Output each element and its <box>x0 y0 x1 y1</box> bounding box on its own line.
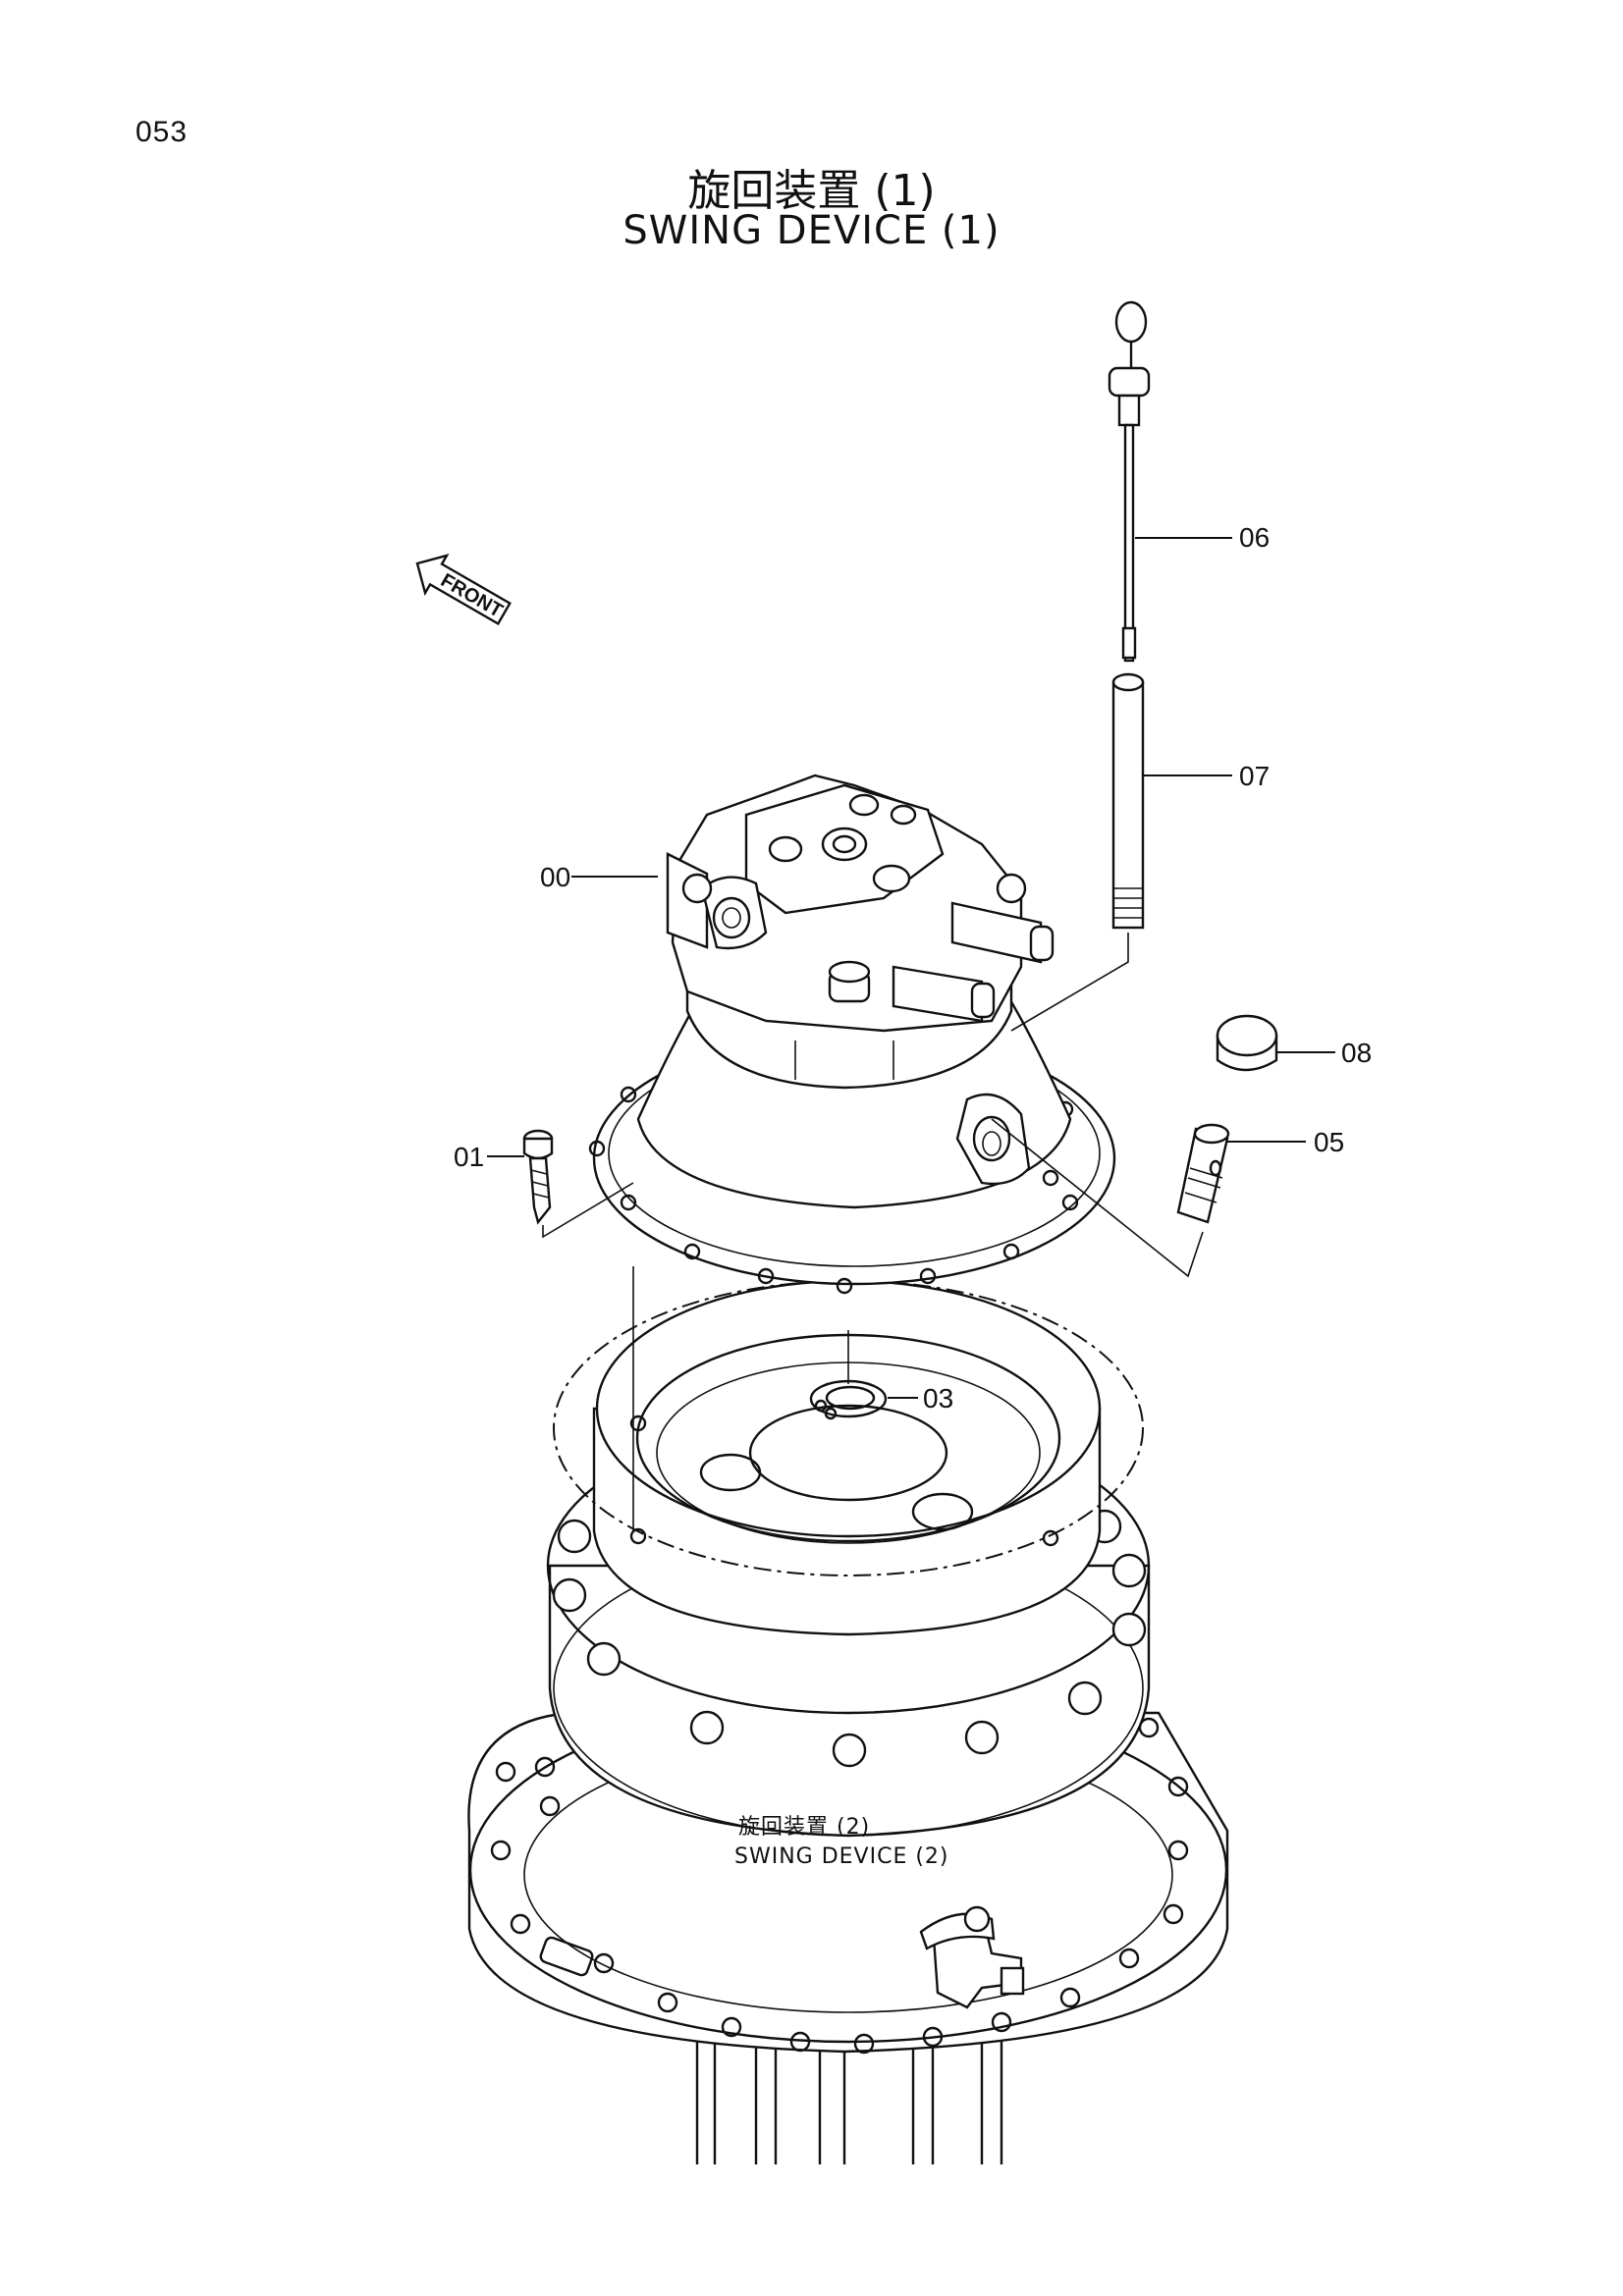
reference-label-japanese: 旋回装置 (2) <box>738 1815 870 1840</box>
cap-part <box>1216 1014 1278 1072</box>
callout-08: 08 <box>1341 1038 1372 1068</box>
front-arrow-icon: FRONT <box>415 554 512 626</box>
flange-bolt-holes <box>490 1717 1189 2055</box>
callout-05: 05 <box>1314 1127 1344 1157</box>
page-number: 053 <box>135 116 189 148</box>
snap-ring-part <box>809 1379 888 1420</box>
reference-label-english: SWING DEVICE (2) <box>734 1844 949 1869</box>
dipstick-part <box>1108 300 1151 663</box>
relief-valves <box>892 901 1055 1023</box>
assembly-lines <box>542 933 1204 1531</box>
pipe-part <box>1176 1123 1230 1224</box>
callout-00: 00 <box>540 862 570 892</box>
bolt-part <box>522 1129 554 1225</box>
swing-device-2-housing: 旋回装置 (2) SWING DEVICE (2) <box>467 1279 1229 2164</box>
leader-lines <box>487 537 1335 1399</box>
callout-06: 06 <box>1239 522 1270 553</box>
callout-07: 07 <box>1239 761 1270 791</box>
callout-01: 01 <box>454 1142 484 1172</box>
title-english: SWING DEVICE (1) <box>622 208 1001 253</box>
swing-motor-assembly <box>588 774 1116 1295</box>
drain-valve <box>919 1905 1025 2009</box>
housing-bolt-heads <box>552 1509 1147 1768</box>
callout-03: 03 <box>923 1383 953 1414</box>
title-japanese: 旋回装置 (1) <box>687 166 936 216</box>
guide-tube-part <box>1111 672 1145 930</box>
